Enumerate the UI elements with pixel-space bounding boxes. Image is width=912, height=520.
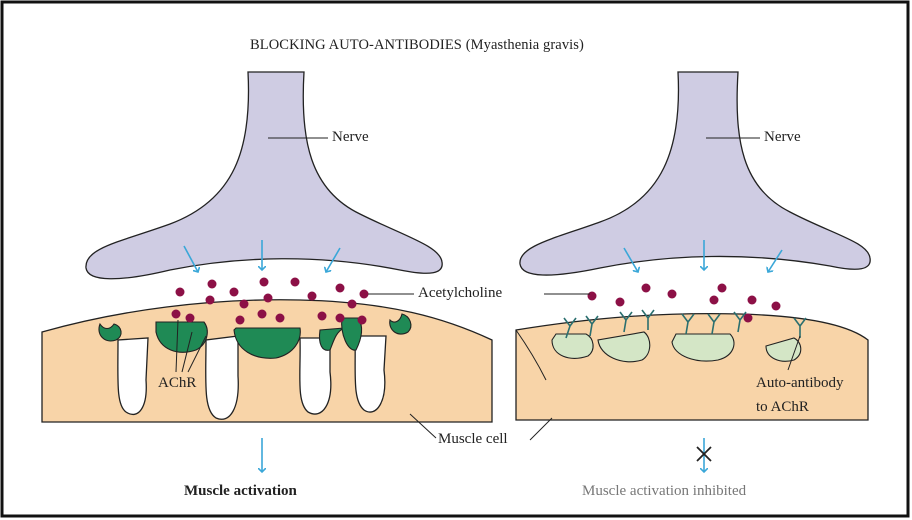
label-acetylcholine: Acetylcholine xyxy=(418,286,502,301)
diagram-title: BLOCKING AUTO-ANTIBODIES (Myasthenia gra… xyxy=(250,38,584,53)
nerve-terminal-right xyxy=(520,72,870,275)
label-nerve-left: Nerve xyxy=(332,130,369,145)
crossed-down-arrow-icon xyxy=(697,438,711,472)
label-achr: AChR xyxy=(158,376,196,391)
label-auto-antibody-2: to AChR xyxy=(756,400,809,415)
label-nerve-right: Nerve xyxy=(764,130,801,145)
nerve-terminal-left xyxy=(86,72,442,279)
label-outcome-right: Muscle activation inhibited xyxy=(582,484,746,499)
label-outcome-left: Muscle activation xyxy=(184,484,297,499)
label-muscle-cell: Muscle cell xyxy=(438,432,508,447)
label-auto-antibody-1: Auto-antibody xyxy=(756,376,844,391)
muscle-cell-left xyxy=(42,300,492,422)
